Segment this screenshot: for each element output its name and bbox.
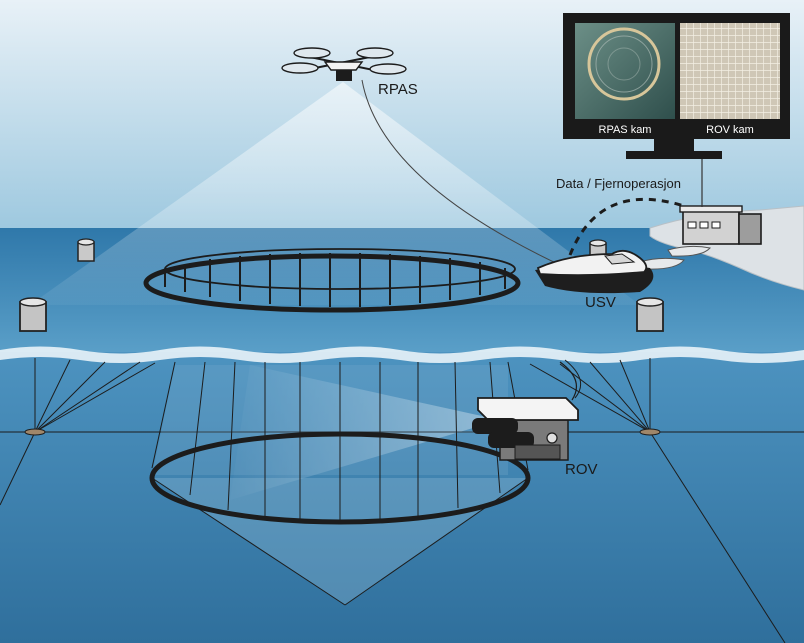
buoy xyxy=(19,297,47,332)
buoy xyxy=(77,238,95,262)
rov-camera-feed xyxy=(680,23,780,119)
rov-cam-label: ROV kam xyxy=(706,124,754,136)
data-link-arc xyxy=(568,197,685,256)
docked-boats xyxy=(639,245,711,270)
rpas-drone xyxy=(281,47,407,81)
rov-vehicle xyxy=(472,361,579,461)
rpas-cam-label: RPAS kam xyxy=(599,124,652,136)
net-pen xyxy=(149,361,531,606)
monitor: RPAS kam ROV kam xyxy=(563,13,790,159)
waterline xyxy=(0,346,804,363)
usv-label: USV xyxy=(585,294,616,311)
rpas-camera-beam xyxy=(30,82,640,305)
usv-vessel xyxy=(535,249,654,294)
mooring-lines xyxy=(0,358,804,643)
floating-cage-ring xyxy=(143,248,521,313)
control-building xyxy=(679,205,762,245)
rov-label: ROV xyxy=(565,461,598,478)
mooring-node xyxy=(24,428,46,436)
rpas-tether xyxy=(361,79,561,266)
data-link-label: Data / Fjernoperasjon xyxy=(556,176,681,191)
rpas-label: RPAS xyxy=(378,81,418,98)
mooring-node xyxy=(639,428,661,436)
buoy xyxy=(636,297,664,332)
